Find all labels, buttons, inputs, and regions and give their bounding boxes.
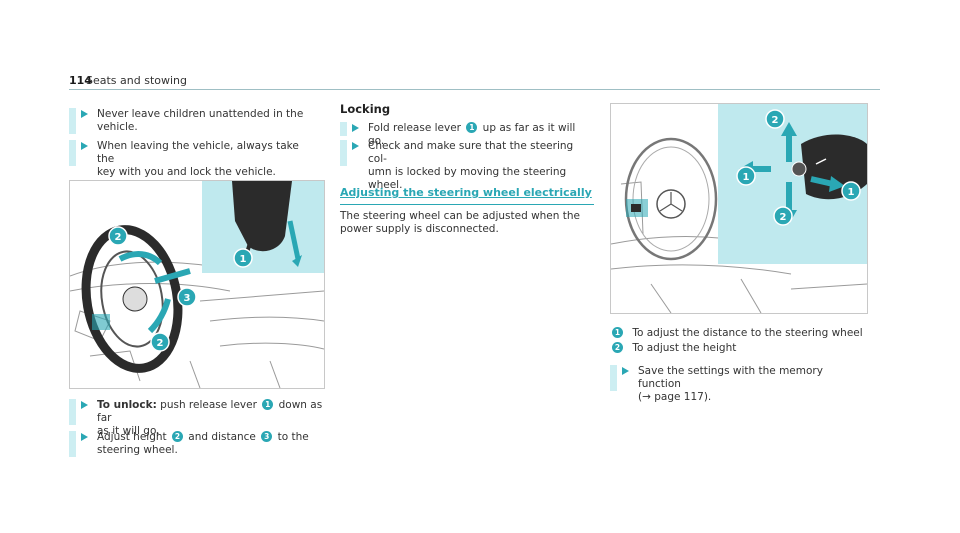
bullet-bar	[340, 140, 347, 166]
svg-text:1: 1	[743, 172, 750, 183]
callout-marker: 2	[773, 206, 793, 226]
bullet-text: Never leave children unattended in the	[97, 108, 304, 120]
adjust-heading-link[interactable]: Adjusting the steering wheel electricall…	[340, 186, 592, 199]
bullet-arrow-icon	[352, 142, 359, 150]
callout-marker: 1	[841, 181, 861, 201]
legend-item-1: 1 To adjust the distance to the steering…	[610, 327, 863, 340]
bullet-arrow-icon	[622, 367, 629, 375]
callout-1-icon: 1	[466, 122, 478, 133]
svg-text:3: 3	[184, 293, 191, 304]
section-title: Seats and stowing	[86, 74, 188, 87]
page-reference-link[interactable]: (→ page 117).	[638, 391, 712, 403]
header-rule	[69, 89, 880, 90]
callout-3-icon: 3	[261, 431, 273, 442]
bullet-bar	[340, 122, 347, 136]
step-label: To unlock:	[97, 399, 157, 411]
svg-text:2: 2	[115, 232, 122, 243]
locking-step-check: Check and make sure that the steering co…	[340, 140, 594, 191]
bullet-bar	[69, 140, 76, 166]
bullet-arrow-icon	[81, 433, 88, 441]
bullet-arrow-icon	[81, 401, 88, 409]
page-number: 114	[69, 74, 92, 87]
warning-bullet-key: When leaving the vehicle, always take th…	[69, 140, 319, 178]
callout-1-icon: 1	[262, 399, 274, 410]
heading-rule	[340, 204, 594, 205]
callout-marker: 2	[765, 109, 785, 129]
svg-text:1: 1	[848, 187, 855, 198]
bullet-text: When leaving the vehicle, always take th…	[97, 140, 299, 165]
callout-marker: 3	[177, 287, 197, 307]
steering-illustration: 1 2 3 2	[70, 181, 324, 388]
callout-marker: 2	[150, 332, 170, 352]
bullet-bar	[69, 108, 76, 134]
callout-1-icon: 1	[612, 327, 623, 338]
callout-marker: 2	[108, 226, 128, 246]
svg-text:2: 2	[772, 115, 779, 126]
svg-text:2: 2	[780, 212, 787, 223]
locking-heading: Locking	[340, 102, 391, 116]
steering-switch-illustration: 2 1 1 2	[611, 104, 867, 313]
svg-text:1: 1	[240, 254, 247, 265]
bullet-bar	[69, 431, 76, 457]
bullet-arrow-icon	[352, 124, 359, 132]
adjust-paragraph: The steering wheel can be adjusted when …	[340, 210, 580, 235]
bullet-arrow-icon	[81, 142, 88, 150]
figure-steering-adjust-switch: 2 1 1 2	[610, 103, 868, 314]
figure-steering-column-lever: 1 2 3 2	[69, 180, 325, 389]
bullet-arrow-icon	[81, 110, 88, 118]
page-header: 114 Seats and stowing	[69, 74, 880, 91]
bullet-bar	[69, 399, 76, 425]
locking-step-fold: Fold release lever 1 up as far as it wil…	[340, 122, 594, 147]
bullet-bar	[610, 365, 617, 391]
callout-2-icon: 2	[171, 431, 183, 442]
callout-marker: 1	[736, 166, 756, 186]
bullet-text: key with you and lock the vehicle.	[97, 166, 276, 178]
bullet-text: vehicle.	[97, 121, 138, 133]
callout-2-icon: 2	[612, 342, 623, 353]
svg-text:2: 2	[157, 338, 164, 349]
step-unlock: To unlock: push release lever 1 down as …	[69, 399, 323, 437]
step-save-memory: Save the settings with the memory functi…	[610, 365, 866, 403]
legend-item-2: 2 To adjust the height	[610, 342, 736, 355]
callout-marker: 1	[233, 248, 253, 268]
